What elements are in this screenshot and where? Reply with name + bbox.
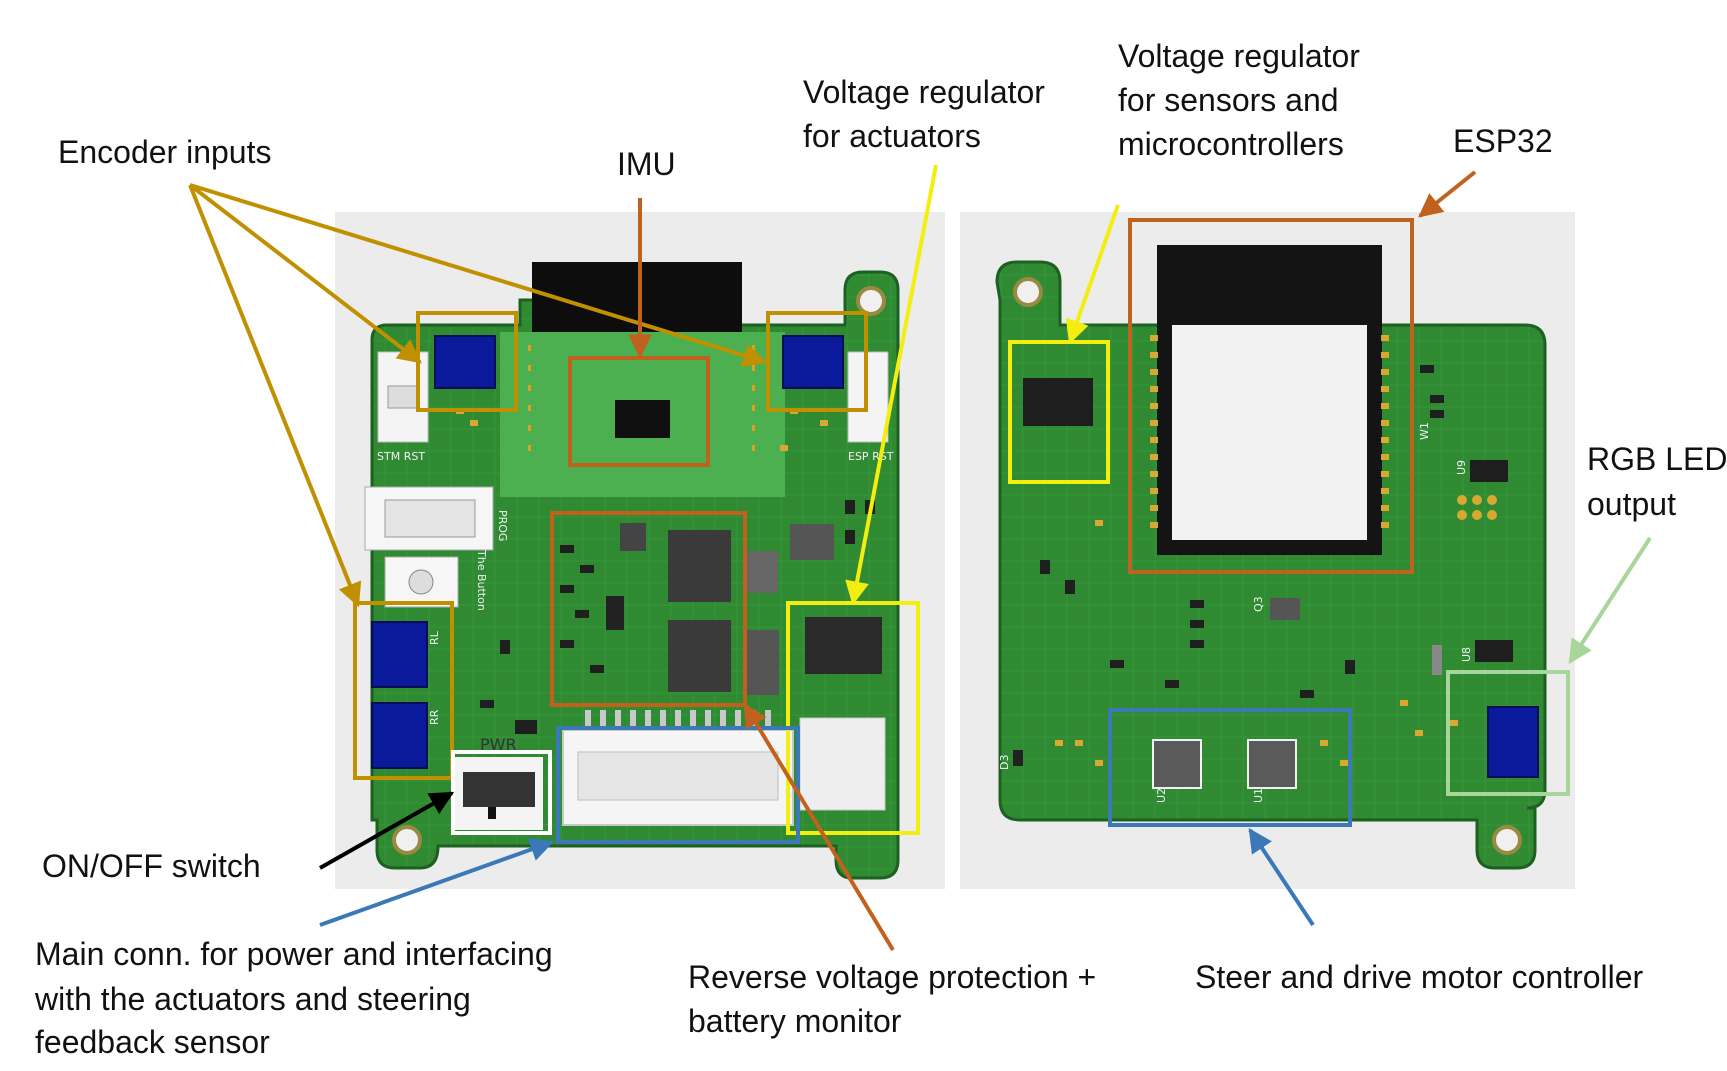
arrow-encoder-1 (188, 183, 422, 364)
label-main-connector-line2: with the actuators and steering (34, 981, 471, 1017)
mounting-hole-tr (856, 286, 886, 316)
label-reverse-voltage-line2: battery monitor (688, 1003, 902, 1039)
silk-prog: PROG (496, 510, 509, 541)
silk-rr: RR (428, 709, 441, 725)
encoder-rl (371, 621, 428, 688)
u9-chip (1470, 460, 1508, 482)
esp32-shield (1172, 325, 1367, 540)
box-esp32 (1128, 218, 1414, 574)
arrow-reverse-voltage (743, 702, 895, 952)
label-main-connector-line1: Main conn. for power and interfacing (35, 936, 553, 972)
arrow-encoder-3 (188, 184, 362, 608)
label-main-connector-line3: feedback sensor (35, 1024, 270, 1060)
mounting-hole-bl (392, 825, 422, 855)
power-switch (463, 772, 535, 807)
box-vreg-sensors (1008, 340, 1110, 484)
label-vreg-sensors-line1: Voltage regulator (1118, 38, 1360, 74)
annotation-labels: Encoder inputs IMU Voltage regulator for… (34, 38, 1727, 1060)
silk-u1: U1 (1252, 788, 1265, 803)
label-esp32: ESP32 (1453, 123, 1553, 159)
right-pcb (995, 260, 1547, 870)
label-rgb-led-line2: output (1587, 486, 1676, 522)
label-vreg-sensors-line3: microcontrollers (1118, 126, 1344, 162)
power-ic-1 (668, 530, 731, 602)
silk-stm-rst: STM RST (377, 450, 425, 463)
box-encoder-left (353, 601, 454, 780)
arrow-vreg-actuators (845, 164, 938, 606)
arrow-vreg-sensors (1065, 204, 1120, 345)
label-vreg-sensors-line2: for sensors and (1118, 82, 1339, 118)
esp32-pads (1150, 335, 1389, 528)
silk-the-button: The Button (475, 549, 488, 611)
main-connector-pins (585, 710, 771, 728)
d3-diode (1013, 750, 1023, 766)
label-vreg-actuators-line2: for actuators (803, 118, 981, 154)
box-main-connector (556, 726, 800, 844)
box-reverse-voltage (550, 511, 747, 707)
highlight-boxes (353, 218, 1570, 844)
silk-q3: Q3 (1252, 596, 1265, 612)
label-encoder-inputs: Encoder inputs (58, 134, 271, 170)
arrow-encoder-2 (189, 183, 768, 368)
q3-transistor (1270, 598, 1300, 620)
silk-d3: D3 (998, 755, 1011, 770)
label-vreg-actuators-line1: Voltage regulator (803, 74, 1045, 110)
box-motor-controller (1108, 708, 1352, 827)
motor-driver-u1 (1247, 739, 1297, 789)
motor-driver-u2 (1152, 739, 1202, 789)
encoder-top-right (782, 335, 844, 389)
rgb-led-connector (1487, 706, 1539, 778)
silk-pwr: PWR (480, 735, 517, 754)
arrow-motor-controller (1248, 827, 1315, 927)
label-imu: IMU (617, 146, 676, 182)
box-encoder-top-right (766, 311, 868, 412)
label-on-off-switch: ON/OFF switch (42, 848, 261, 884)
annotation-arrows (188, 164, 1652, 952)
arrow-on-off-switch (319, 791, 455, 870)
box-rgb-led (1446, 670, 1570, 796)
encoder-rr (371, 702, 428, 769)
label-motor-controller: Steer and drive motor controller (1195, 959, 1644, 995)
inductor-block (799, 717, 886, 811)
arrow-main-connector (319, 837, 555, 927)
sensor-regulator-ic (1023, 378, 1093, 426)
imu-chip (615, 400, 670, 438)
arrow-esp32 (1418, 170, 1477, 218)
power-ic-2 (668, 620, 731, 692)
silk-rl: RL (428, 630, 441, 645)
silk-esp-rst: ESP RST (848, 450, 894, 463)
silk-u9: U9 (1455, 460, 1468, 475)
right-board: U9 W1 Q3 U8 U2 U1 D3 (960, 212, 1575, 889)
encoder-top-left (434, 335, 496, 389)
label-rgb-led-line1: RGB LED (1587, 441, 1727, 477)
capacitor-large (747, 630, 779, 695)
silk-u8: U8 (1460, 647, 1473, 662)
mounting-hole-br (1492, 825, 1522, 855)
actuator-regulator-ic (805, 617, 882, 674)
label-reverse-voltage-line1: Reverse voltage protection + (688, 959, 1096, 995)
arrow-rgb-led (1568, 536, 1652, 665)
mounting-hole-tl (1013, 277, 1043, 307)
silk-w1: W1 (1418, 422, 1431, 440)
u8-chip (1475, 640, 1513, 662)
silk-u2: U2 (1155, 788, 1168, 803)
